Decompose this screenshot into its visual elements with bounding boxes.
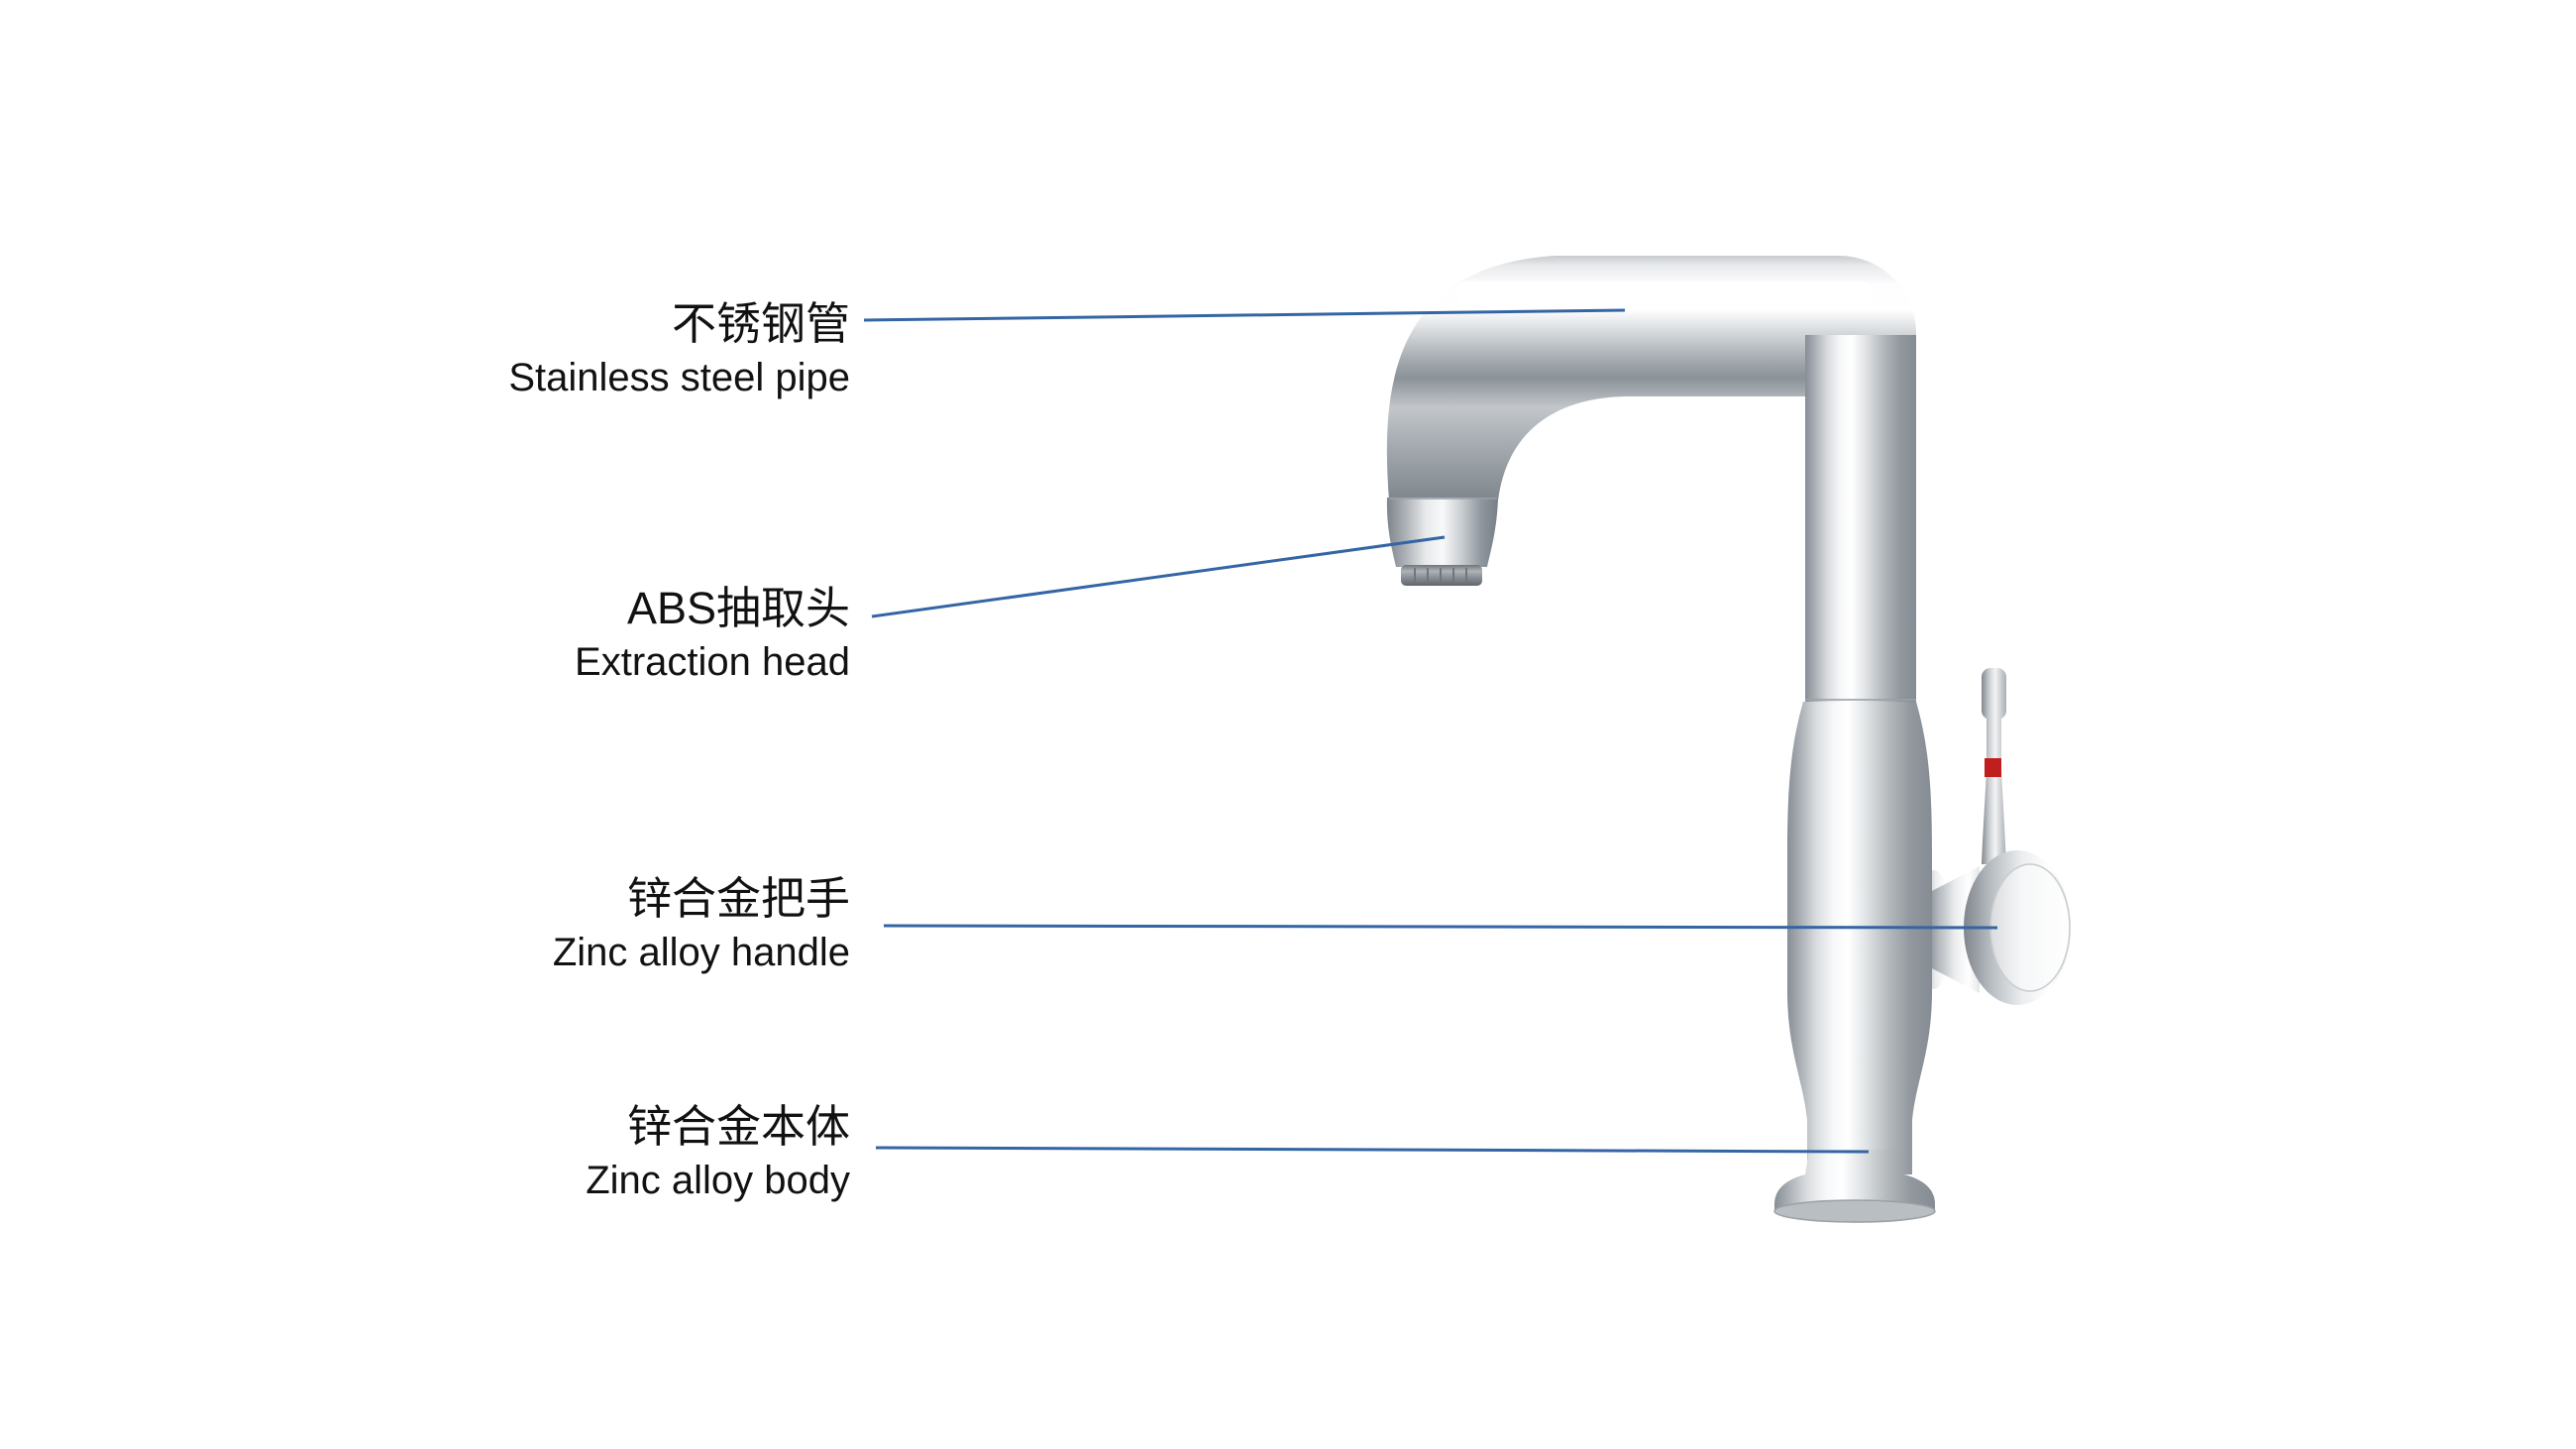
lower-body [1787,702,1932,1174]
leader-line-zinc-alloy-body [875,1146,1870,1154]
handle-red-indicator [1985,758,2001,777]
upper-body-column [1805,335,1916,704]
handle-lever-grip [1982,668,2006,720]
spout-pipe-highlight [1456,281,1873,305]
base-bottom-rim [1773,1199,1936,1223]
label-extraction-head-zh: ABS抽取头 [626,583,850,633]
handle-knob-face [1989,863,2071,992]
spout-pipe [1386,256,1916,501]
leader-line-stainless-steel-pipe [863,308,1626,322]
leader-line-extraction-head [871,535,1446,618]
base-flange [1773,1150,1936,1223]
handle-lever [1982,668,2006,864]
extraction-head [1386,498,1498,586]
label-extraction-head-en: Extraction head [575,640,850,684]
label-stainless-steel-pipe-en: Stainless steel pipe [508,356,850,399]
faucet-group [1386,256,2071,1223]
handle-lever-shaft [1982,716,2006,864]
label-zinc-alloy-handle: 锌合金把手 Zinc alloy handle [553,870,850,977]
label-zinc-alloy-body: 锌合金本体 Zinc alloy body [586,1098,850,1205]
leader-line-zinc-alloy-handle [883,924,1998,930]
label-zinc-alloy-handle-en: Zinc alloy handle [552,931,850,974]
label-stainless-steel-pipe: 不锈钢管 Stainless steel pipe [508,295,850,402]
leader-lines [863,308,1998,1154]
label-zinc-alloy-body-en: Zinc alloy body [586,1159,850,1202]
label-stainless-steel-pipe-zh: 不锈钢管 [671,298,850,349]
handle-neck [1926,866,1980,993]
extraction-head-body [1386,498,1498,567]
handle-knob [1964,850,2071,1005]
label-zinc-alloy-body-zh: 锌合金本体 [626,1101,850,1152]
label-zinc-alloy-handle-zh: 锌合金把手 [626,873,850,924]
label-extraction-head: ABS抽取头 Extraction head [575,580,850,687]
